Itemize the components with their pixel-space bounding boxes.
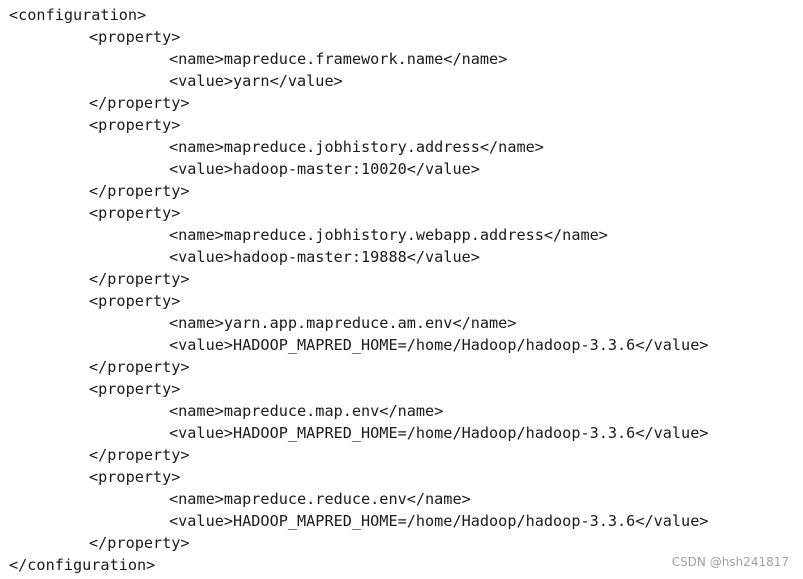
code-line: <value>HADOOP_MAPRED_HOME=/home/Hadoop/h… (169, 512, 709, 530)
code-line: <name>mapreduce.jobhistory.address</name… (169, 138, 544, 156)
code-line: </configuration> (9, 556, 156, 574)
code-line: <property> (89, 468, 181, 486)
code-line: <property> (89, 28, 181, 46)
code-line: <name>mapreduce.framework.name</name> (169, 50, 508, 68)
code-line: <property> (89, 204, 181, 222)
code-line: <property> (89, 292, 181, 310)
code-line: </property> (89, 94, 190, 112)
code-line: <name>mapreduce.reduce.env</name> (169, 490, 471, 508)
code-line: <property> (89, 116, 181, 134)
code-line: <property> (89, 380, 181, 398)
code-line: <name>mapreduce.map.env</name> (169, 402, 444, 420)
code-line: <value>hadoop-master:19888</value> (169, 248, 480, 266)
code-line: <value>hadoop-master:10020</value> (169, 160, 480, 178)
watermark: CSDN @hsh241817 (671, 555, 789, 569)
code-line: <name>mapreduce.jobhistory.webapp.addres… (169, 226, 608, 244)
code-line: <name>yarn.app.mapreduce.am.env</name> (169, 314, 517, 332)
code-line: </property> (89, 270, 190, 288)
code-line: </property> (89, 534, 190, 552)
code-line: <value>HADOOP_MAPRED_HOME=/home/Hadoop/h… (169, 336, 709, 354)
code-line: </property> (89, 358, 190, 376)
code-line: <configuration> (9, 6, 147, 24)
code-line: </property> (89, 182, 190, 200)
code-line: <value>HADOOP_MAPRED_HOME=/home/Hadoop/h… (169, 424, 709, 442)
code-line: </property> (89, 446, 190, 464)
code-line: <value>yarn</value> (169, 72, 343, 90)
code-block: <configuration> <property> <name>mapredu… (9, 4, 799, 576)
